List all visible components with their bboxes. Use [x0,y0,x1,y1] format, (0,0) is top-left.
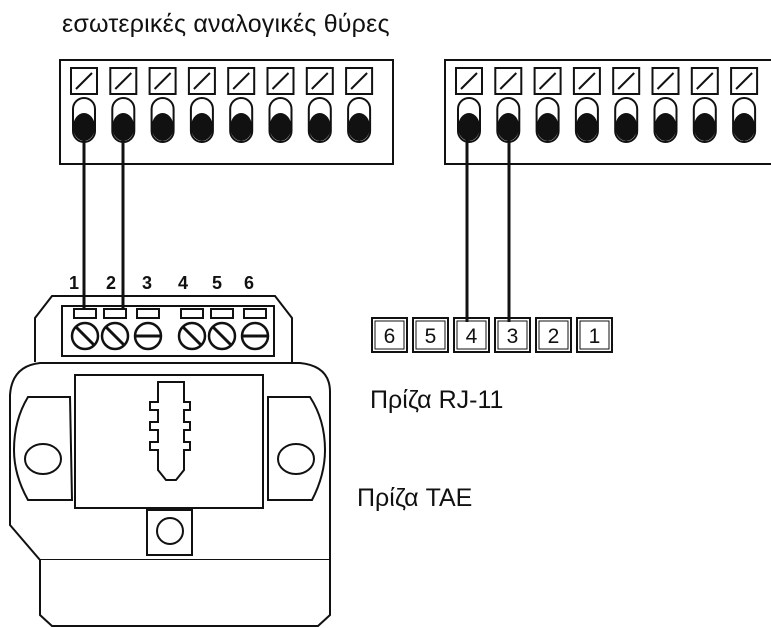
terminal-block-frame [444,59,771,165]
rj11-pin: 6 [371,317,408,353]
tae-pin-numbers: 1 2 3 4 5 6 [69,273,254,293]
rj11-socket-label: Πρίζα RJ-11 [370,386,504,414]
tae-bottom-screw [156,517,184,545]
tae-lower-housing [39,560,331,627]
rj11-pin-number: 3 [507,325,519,348]
tae-key-slot [149,381,191,481]
rj11-pin: 5 [412,317,449,353]
terminal [148,67,177,143]
terminal [266,67,295,143]
terminal-block-right [444,59,771,165]
rj11-pin: 4 [453,317,490,353]
diagram-title: εσωτερικές αναλογικές θύρες [62,10,390,38]
rj11-pin-number: 4 [466,325,478,348]
tae-screw [177,308,207,351]
tae-right-mounting-hole [277,443,315,475]
tae-socket-label: Πρίζα TAE [357,484,473,512]
terminal [572,67,601,143]
tae-left-mounting-hole [24,443,62,475]
rj11-socket: 6 5 4 3 2 1 [371,317,613,353]
tae-screw [240,308,270,351]
terminal [612,67,641,143]
tae-pin-number: 4 [178,273,188,293]
rj11-pin: 1 [576,317,613,353]
tae-pin-number: 1 [69,273,79,293]
tae-screw [70,308,100,351]
rj11-pin-number: 5 [425,325,437,348]
rj11-pin-number: 2 [548,325,560,348]
terminal [730,67,759,143]
terminal [109,67,138,143]
tae-screws [70,308,270,351]
rj11-pin: 2 [535,317,572,353]
rj11-pin-number: 6 [384,325,396,348]
tae-screw [133,308,163,351]
terminal [345,67,374,143]
terminal [690,67,719,143]
wires [82,127,511,322]
terminal [455,67,483,143]
terminal [305,67,334,143]
terminal [651,67,680,143]
terminal [533,67,562,143]
tae-screw [207,308,237,351]
tae-socket: 1 2 3 4 5 6 [9,273,331,627]
tae-pin-number: 3 [142,273,152,293]
tae-pin-number: 6 [244,273,254,293]
rj11-pin-number: 1 [589,325,601,348]
tae-pin-number: 5 [212,273,222,293]
rj11-pin: 3 [494,317,531,353]
terminal [227,67,256,143]
tae-pin-number: 2 [106,273,116,293]
terminal [187,67,216,143]
terminal-block-left [59,59,394,165]
tae-screw [100,308,130,351]
